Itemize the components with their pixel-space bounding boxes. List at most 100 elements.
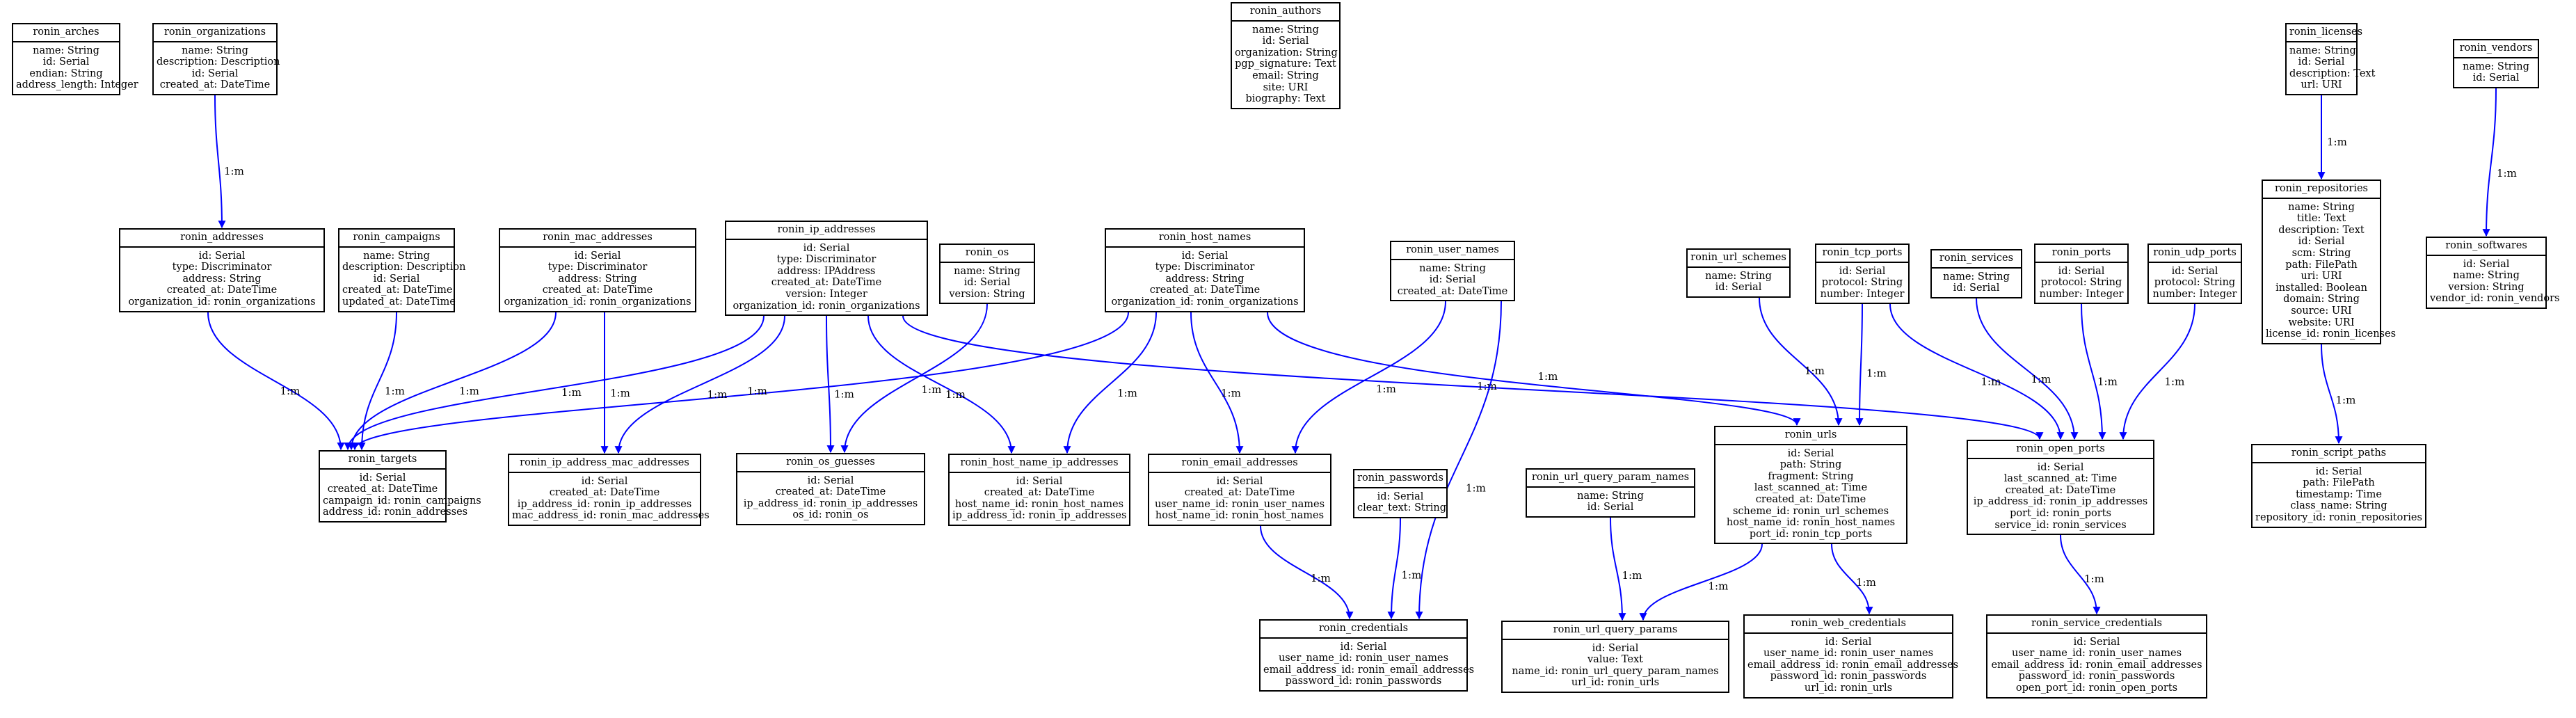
entity-field: path: String [1779, 459, 1842, 471]
entity-field: id: Serial [2298, 56, 2345, 68]
entity-field: number: Integer [2039, 288, 2124, 300]
entity-field: created_at: DateTime [984, 487, 1095, 499]
entity-field: id: Serial [191, 67, 239, 79]
entity-title: ronin_targets [320, 452, 445, 470]
entity-field: created_at: DateTime [166, 285, 278, 296]
entity-field: password_id: ronin_passwords [1285, 676, 1442, 687]
entity-title: ronin_ip_addresses [726, 222, 927, 240]
entity-field: description: Text [2289, 67, 2376, 79]
entity-title: ronin_repositories [2263, 181, 2380, 199]
relation-label: 1:m [2327, 136, 2347, 148]
entity-title: ronin_addresses [120, 230, 323, 248]
entity-field: address_length: Integer [16, 79, 138, 91]
entity-field: created_at: DateTime [159, 79, 271, 91]
relation-label: 1:m [1376, 383, 1396, 395]
relation-label: 1:m [1981, 375, 2001, 388]
entity-title: ronin_credentials [1261, 621, 1466, 639]
relation-ronin-vendors-to-ronin-softwares [2482, 88, 2497, 237]
relation-label: 1:m [2097, 375, 2118, 388]
entity-field: id: Serial [1016, 475, 1063, 487]
entity-field: id: Serial [807, 474, 854, 486]
relation-label: 1:m [1709, 580, 1729, 592]
entity-field: type: Discriminator [776, 254, 877, 266]
entity-field: created_at: DateTime [775, 486, 886, 498]
entity-field: name_id: ronin_url_query_param_names [1512, 665, 1719, 677]
entity-field: name: String [954, 265, 1021, 277]
entity-field: created_at: DateTime [342, 285, 453, 296]
relation-label: 1:m [1311, 572, 1331, 584]
entity-field: title: Text [2296, 213, 2346, 225]
relation-label: 1:m [1466, 482, 1486, 495]
entity-field: id: Serial [1340, 641, 1387, 653]
entity-field: id: Serial [1592, 642, 1639, 654]
entity-title: ronin_os_guesses [737, 454, 924, 472]
entity-field: last_scanned_at: Time [1754, 482, 1868, 494]
entity-field: created_at: DateTime [549, 487, 660, 499]
entity-field: last_scanned_at: Time [2003, 473, 2118, 485]
relation-label: 1:m [1221, 387, 1241, 399]
relation-label: 1:m [1538, 370, 1558, 383]
entity-field: created_at: DateTime [1184, 487, 1295, 499]
entity-field: vendor_id: ronin_vendors [2430, 293, 2560, 305]
entity-field: name: String [2453, 270, 2520, 282]
entity-field: mac_address_id: ronin_mac_addresses [512, 510, 710, 522]
entity-field: path: FilePath [2303, 477, 2375, 489]
entity-field: installed: Boolean [2275, 282, 2367, 294]
entity-field: id: Serial [581, 475, 628, 487]
relation-ronin-tcp-ports-to-ronin-open-ports [1889, 303, 2065, 440]
entity-title: ronin_mac_addresses [500, 230, 695, 248]
entity-field: version: String [2448, 281, 2525, 293]
entity-title: ronin_service_credentials [1987, 616, 2206, 634]
relation-ronin-repositories-to-ronin-script-paths [2321, 344, 2343, 445]
entity-field: created_at: DateTime [327, 484, 438, 495]
entity-field: service_id: ronin_services [1994, 519, 2127, 531]
entity-field: id: Serial [963, 277, 1011, 289]
relation-ronin-email-addresses-to-ronin-credentials [1260, 525, 1354, 620]
entity-field: id: Serial [2058, 265, 2105, 277]
entity-field: ip_address_id: ronin_ip_addresses [743, 497, 918, 509]
relation-ronin-host-names-to-ronin-targets [351, 312, 1129, 451]
relation-label: 1:m [1805, 365, 1825, 377]
entity-field: name: String [33, 45, 99, 56]
relation-label: 1:m [2336, 394, 2356, 406]
entity-title: ronin_url_query_param_names [1527, 470, 1694, 488]
entity-field: user_name_id: ronin_user_names [2011, 648, 2182, 660]
entity-field: name: String [182, 45, 248, 56]
entity-field: id: Serial [1787, 447, 1834, 459]
relation-ronin-ip-addresses-to-ronin-os-guesses [826, 315, 835, 454]
entity-title: ronin_licenses [2287, 24, 2362, 42]
entity-title: ronin_url_query_params [1503, 622, 1728, 640]
entity-field: host_name_id: ronin_host_names [1155, 510, 1325, 522]
entity-field: path: FilePath [2285, 259, 2358, 271]
